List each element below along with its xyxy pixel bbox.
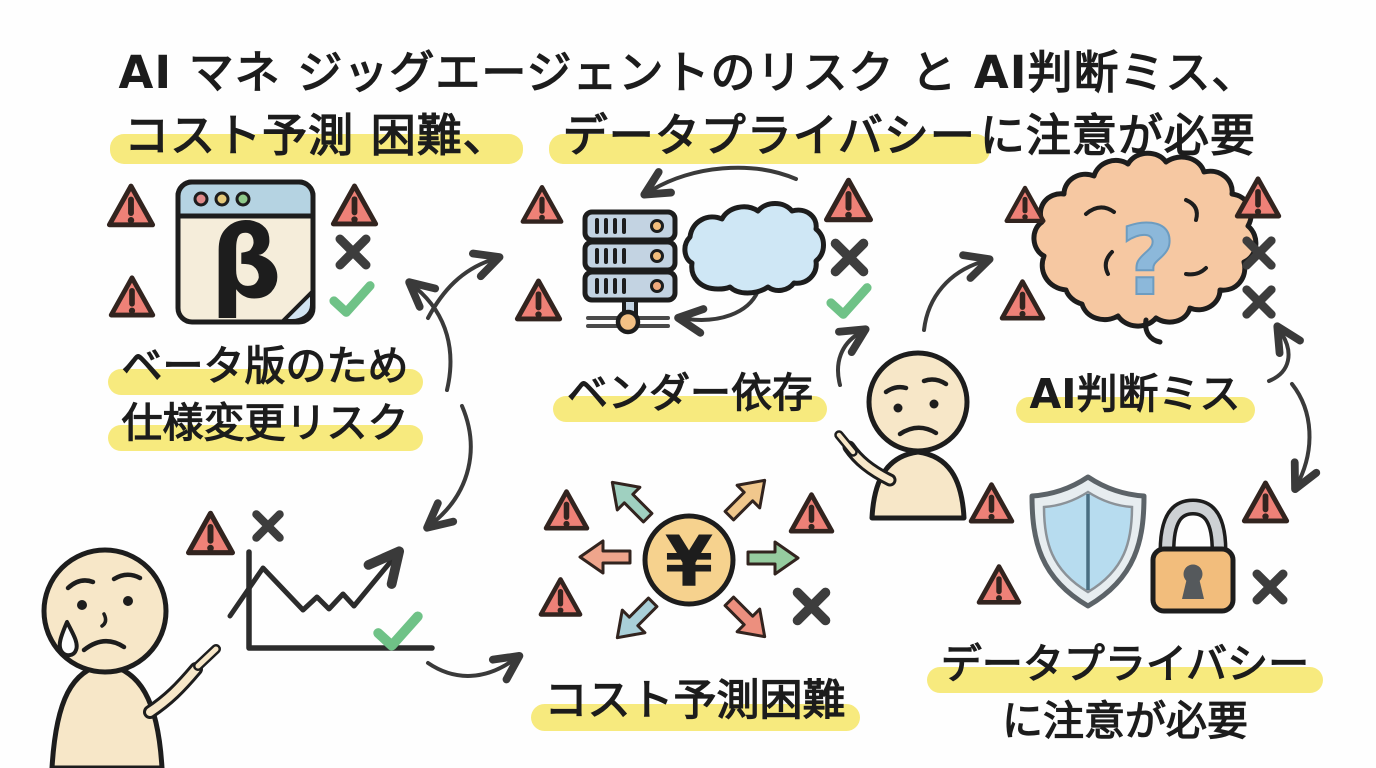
title-highlight-privacy: データプライバシー xyxy=(548,99,991,164)
label-cost-text: コスト予測困難 xyxy=(530,672,860,732)
person-middle xyxy=(834,350,970,521)
title-line-2: コスト予測 困難、 データプライバシーに注意が必要 xyxy=(0,99,1376,164)
line-chart-icon xyxy=(227,546,435,651)
spread-arrow-up-left xyxy=(599,469,661,531)
x-mark-icon xyxy=(836,244,864,272)
spread-arrow-right xyxy=(746,540,800,576)
warning-icon xyxy=(541,579,580,614)
eyebrow xyxy=(65,578,96,591)
warning-icon xyxy=(1002,282,1043,319)
window-dot-green xyxy=(235,191,251,207)
window-dot-yellow xyxy=(214,191,230,207)
warning-icon xyxy=(109,186,152,225)
eye xyxy=(929,399,939,409)
page-fold xyxy=(281,290,314,323)
check-icon xyxy=(378,616,418,645)
server-rack-icon xyxy=(582,209,678,335)
label-ai-text: AI判断ミス xyxy=(1015,366,1255,423)
warning-icon xyxy=(1007,188,1044,221)
title-tail: に注意が必要 xyxy=(979,109,1256,162)
sweat-drop xyxy=(57,620,79,658)
cloud-icon xyxy=(682,201,826,296)
check-icon xyxy=(334,286,370,313)
spread-arrow-up-right xyxy=(716,467,778,529)
arrow-ai-to-privacy xyxy=(1290,382,1321,494)
label-beta-line1: ベータ版のため xyxy=(107,338,423,395)
frown-mouth xyxy=(897,425,939,437)
question-mark: ? xyxy=(1120,205,1176,317)
label-vendor-text: ベンダー依存 xyxy=(553,365,827,422)
beta-window-icon: β xyxy=(175,179,316,325)
spread-arrow-down-left xyxy=(604,589,666,651)
label-beta-line2: 仕様変更リスク xyxy=(107,395,423,452)
x-mark-icon xyxy=(256,514,279,537)
label-privacy-line2: に注意が必要 xyxy=(1002,696,1248,745)
connector-arrows xyxy=(405,165,1321,684)
warning-icon xyxy=(979,567,1019,603)
spread-arrow-down-right xyxy=(716,588,778,650)
label-privacy-line1: データプライバシー xyxy=(926,636,1324,693)
warning-icon xyxy=(791,495,832,532)
warning-icon xyxy=(1244,483,1286,521)
eyebrow xyxy=(111,572,143,582)
eye xyxy=(893,403,903,413)
person-left xyxy=(41,547,221,768)
arrow-into-beta xyxy=(405,278,453,392)
eye xyxy=(123,596,133,606)
warning-icon xyxy=(827,180,871,219)
warning-icon xyxy=(111,278,153,315)
warning-icon xyxy=(523,187,561,221)
label-beta: ベータ版のため 仕様変更リスク xyxy=(70,338,460,451)
warning-icon xyxy=(517,281,559,319)
warning-icon xyxy=(971,485,1012,522)
eyebrow xyxy=(921,377,949,387)
label-cost: コスト予測困難 xyxy=(510,672,880,732)
x-mark-icon xyxy=(1257,574,1283,600)
yen-glyph: ¥ xyxy=(665,521,714,603)
arrow-ai-to-xmarks xyxy=(1267,322,1304,383)
arrow-cloud-to-server-top xyxy=(640,165,798,199)
eye xyxy=(77,600,87,610)
title-text: AI マネ ジッグエージェントのリスク と AI判断ミス、 xyxy=(118,46,1258,99)
warning-icon xyxy=(189,513,233,552)
arrow-vendor-up xyxy=(835,325,870,387)
title-line-1: AI マネ ジッグエージェントのリスク と AI判断ミス、 xyxy=(0,36,1376,101)
arrow-person-to-brain xyxy=(922,251,994,332)
label-privacy: データプライバシー に注意が必要 xyxy=(895,636,1355,749)
arrow-beta-to-vendor xyxy=(426,249,504,320)
yen-coin-icon: ¥ xyxy=(642,513,736,607)
network-node xyxy=(615,309,641,335)
arrow-beta-to-chart xyxy=(423,404,473,532)
padlock-icon xyxy=(1150,498,1236,614)
nose xyxy=(100,612,108,628)
arrow-chart-to-cost xyxy=(426,651,524,684)
eyebrow xyxy=(883,384,909,395)
spread-arrow-left xyxy=(578,539,632,575)
x-mark-icon xyxy=(798,593,826,621)
warning-icon xyxy=(333,186,375,224)
label-vendor: ベンダー依存 xyxy=(520,365,860,422)
arrow-cloud-to-server-bottom xyxy=(674,289,760,337)
frown-mouth xyxy=(81,639,127,653)
warning-icon xyxy=(546,492,587,529)
check-icon xyxy=(831,288,867,315)
x-mark-icon xyxy=(1247,290,1272,315)
window-dot-red xyxy=(193,191,209,207)
brain-icon: ? xyxy=(1031,150,1259,345)
shield-icon xyxy=(1029,474,1147,609)
title-highlight-cost: コスト予測 困難、 xyxy=(110,99,523,164)
label-ai-misjudge: AI判断ミス xyxy=(985,366,1285,423)
x-mark-icon xyxy=(340,239,366,265)
beta-glyph: β xyxy=(210,204,282,321)
title-gap xyxy=(513,109,559,162)
